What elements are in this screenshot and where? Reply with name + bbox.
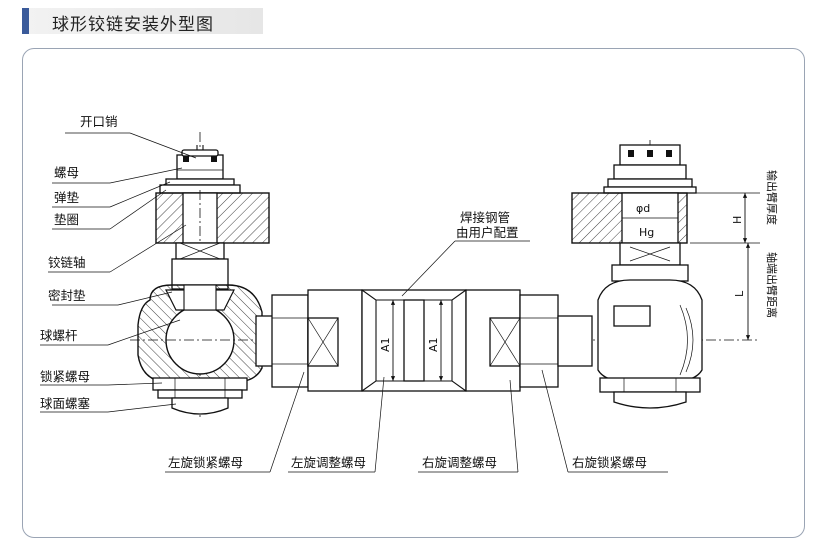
label-cotter-pin: 开口销: [80, 114, 118, 129]
label-hinge-shaft: 铰链轴: [48, 255, 86, 270]
label-right-adjust-nut: 右旋调整螺母: [422, 455, 497, 470]
label-washer: 垫圈: [54, 212, 79, 227]
dim-l: L: [733, 290, 746, 297]
dim-phi-d: φd: [636, 202, 650, 215]
dim-a1-right: A1: [427, 337, 440, 352]
left-hinge-assembly: [130, 132, 760, 420]
vertical-label-arm-thickness: 输出臂厚度: [765, 170, 779, 225]
label-lock-nut: 锁紧螺母: [40, 369, 90, 384]
dim-hg: Hg: [639, 226, 654, 239]
dim-h: H: [731, 216, 744, 224]
label-seal-gasket: 密封垫: [48, 288, 86, 303]
leader-lines: [40, 132, 668, 473]
vertical-label-arm-distance: 轴端出臂距离: [765, 252, 779, 318]
label-left-adjust-nut: 左旋调整螺母: [291, 455, 366, 470]
label-weld-pipe-1: 焊接钢管: [460, 210, 510, 225]
labels: 开口销 螺母 弹垫 垫圈 铰链轴 密封垫 球螺杆 锁紧螺母 球面螺塞 焊接钢管 …: [40, 114, 779, 470]
label-spring-washer: 弹垫: [54, 190, 80, 205]
label-left-lock-nut: 左旋锁紧螺母: [168, 455, 243, 470]
section-title-bar: 球形铰链安装外型图: [22, 8, 263, 35]
label-ball-screw-rod: 球螺杆: [40, 328, 78, 343]
dim-a1-left: A1: [379, 337, 392, 352]
label-nut: 螺母: [54, 165, 79, 180]
label-ball-plug: 球面螺塞: [40, 396, 91, 411]
right-hinge-assembly: [571, 140, 760, 410]
label-right-lock-nut: 右旋锁紧螺母: [572, 455, 647, 470]
connecting-rod: [255, 289, 593, 392]
diagram-frame: [22, 48, 805, 538]
label-weld-pipe-2: 由用户配置: [456, 225, 519, 240]
page-title: 球形铰链安装外型图: [52, 15, 214, 35]
title-accent-bar: [22, 8, 29, 34]
